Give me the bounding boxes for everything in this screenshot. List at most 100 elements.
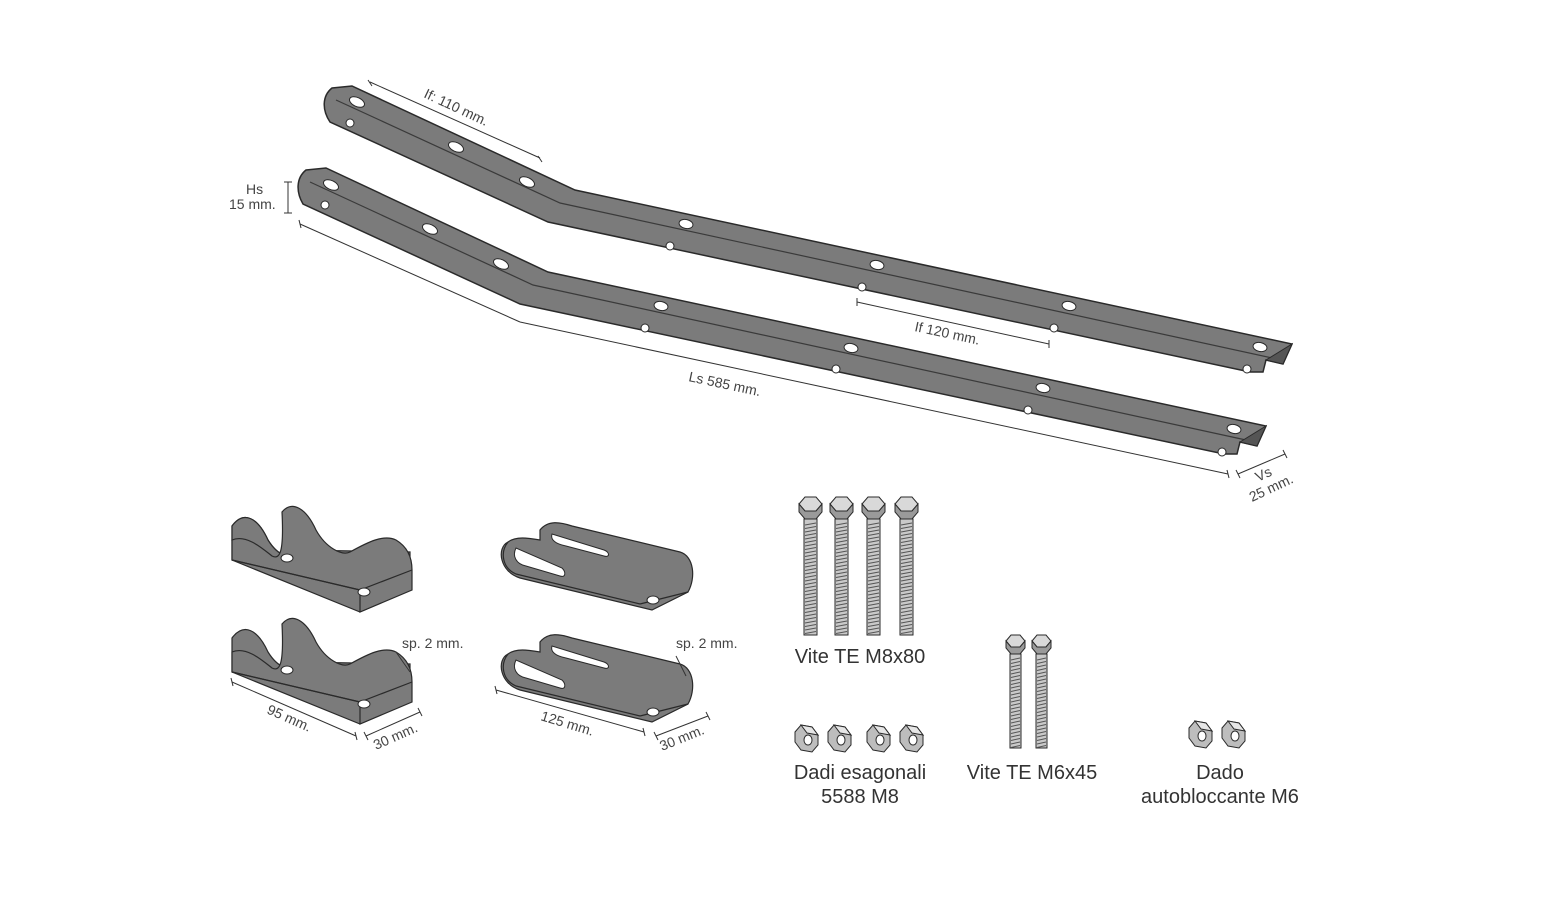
bolt-thread xyxy=(1010,745,1021,748)
bolt-thread xyxy=(900,596,913,599)
bolt-thread xyxy=(867,564,880,568)
bolt-thread xyxy=(1036,710,1047,713)
bolt-thread xyxy=(835,589,848,592)
bolt-thread xyxy=(1036,727,1047,731)
bolt-thread xyxy=(1036,696,1047,699)
clamp-thickness-label: sp. 2 mm. xyxy=(676,635,737,651)
bolt-thread xyxy=(804,529,817,533)
bolt-thread xyxy=(867,620,880,624)
bolt-thread xyxy=(1010,734,1021,738)
bolt-thread xyxy=(900,526,913,529)
bolt-thread xyxy=(835,533,848,536)
bolt-thread xyxy=(804,613,817,617)
dim-if-mid-label: If 120 mm. xyxy=(913,318,981,347)
bolt-thread xyxy=(900,592,913,596)
bolt-thread xyxy=(1036,703,1047,706)
bolt-thread xyxy=(835,571,848,575)
caption-screw-m6: Vite TE M6x45 xyxy=(932,761,1132,785)
bolt-thread xyxy=(1036,731,1047,734)
bolt-thread xyxy=(867,613,880,617)
bolt-thread xyxy=(900,564,913,568)
rail-bottom xyxy=(297,167,1268,457)
bolt-thread xyxy=(900,554,913,557)
bolt-thread xyxy=(1036,741,1047,745)
bolt-thread xyxy=(867,522,880,526)
bolt-thread xyxy=(900,613,913,617)
caption-screw-m6-text: Vite TE M6x45 xyxy=(966,762,1098,784)
bolt-thread xyxy=(1010,678,1021,682)
bolt-thread xyxy=(1036,682,1047,685)
bolt-thread xyxy=(867,554,880,557)
bolt-thread xyxy=(867,606,880,610)
bolt-thread xyxy=(867,575,880,578)
bolt-thread xyxy=(900,603,913,606)
caption-nut-m6-line1: Dado xyxy=(1196,762,1244,784)
bolt-thread xyxy=(835,564,848,568)
bolt-thread xyxy=(1010,696,1021,699)
nut-m6-1 xyxy=(1188,720,1214,749)
bolt-m6-2 xyxy=(1031,634,1052,749)
bolt-thread xyxy=(1036,657,1047,661)
clamp-bracket-top xyxy=(500,522,694,611)
caption-screw-m8-text: Vite TE M8x80 xyxy=(794,646,926,668)
bolt-thread xyxy=(835,536,848,540)
bolt-thread xyxy=(804,599,817,603)
saddle-bracket-bottom xyxy=(231,618,413,725)
bolt-thread xyxy=(867,550,880,554)
bolt-thread xyxy=(1036,734,1047,738)
bolt-thread xyxy=(835,617,848,620)
bolt-thread xyxy=(1010,671,1021,675)
bolt-thread xyxy=(1010,738,1021,741)
bolt-thread xyxy=(867,557,880,561)
nut-m8-4 xyxy=(899,724,925,753)
bolt-thread xyxy=(867,571,880,575)
bolt-thread xyxy=(867,582,880,585)
bolt-thread xyxy=(804,557,817,561)
bolt-thread xyxy=(1010,720,1021,724)
clamp-dimensions xyxy=(494,655,711,741)
bolt-thread xyxy=(1010,699,1021,703)
dim-ls-label: Ls 585 mm. xyxy=(687,368,762,399)
bolt-thread xyxy=(1010,741,1021,745)
rail-dimensions xyxy=(284,79,1288,479)
dim-hs-label: Hs xyxy=(246,181,263,197)
bolt-thread xyxy=(867,624,880,627)
bolt-thread xyxy=(1010,724,1021,727)
bolt-thread xyxy=(1036,661,1047,664)
bolt-thread xyxy=(835,522,848,526)
bolt-thread xyxy=(1010,692,1021,696)
bolt-thread xyxy=(835,529,848,533)
bolt-thread xyxy=(804,564,817,568)
bolt-thread xyxy=(1036,685,1047,689)
bolt-thread xyxy=(867,547,880,550)
bolt-thread xyxy=(804,550,817,554)
bolt-thread xyxy=(1010,664,1021,668)
bolt-thread xyxy=(835,540,848,543)
bolt-thread xyxy=(1010,731,1021,734)
saddle-dimensions xyxy=(230,651,423,741)
bolt-thread xyxy=(804,526,817,529)
bolts-m8 xyxy=(798,496,919,636)
bolt-thread xyxy=(835,620,848,624)
saddle-bracket-top xyxy=(231,506,413,613)
bolt-thread xyxy=(804,585,817,589)
nut-m8-3 xyxy=(866,724,892,753)
bolt-thread xyxy=(867,617,880,620)
bolt-thread xyxy=(804,533,817,536)
bolt-thread xyxy=(804,606,817,610)
bolt-thread xyxy=(900,610,913,613)
bolt-thread xyxy=(867,526,880,529)
bolt-thread xyxy=(867,533,880,536)
bolt-thread xyxy=(1010,661,1021,664)
bolt-thread xyxy=(1010,710,1021,713)
bolt-thread xyxy=(1036,664,1047,668)
bolt-thread xyxy=(835,543,848,547)
bolt-thread xyxy=(835,568,848,571)
bolt-thread xyxy=(1010,713,1021,717)
bolt-thread xyxy=(1010,727,1021,731)
bolt-thread xyxy=(900,575,913,578)
bolt-thread xyxy=(1010,703,1021,706)
bolt-thread xyxy=(1036,745,1047,748)
caption-nut-m6: Dado autobloccante M6 xyxy=(1110,761,1330,809)
clamp-bracket-bottom xyxy=(500,634,694,723)
